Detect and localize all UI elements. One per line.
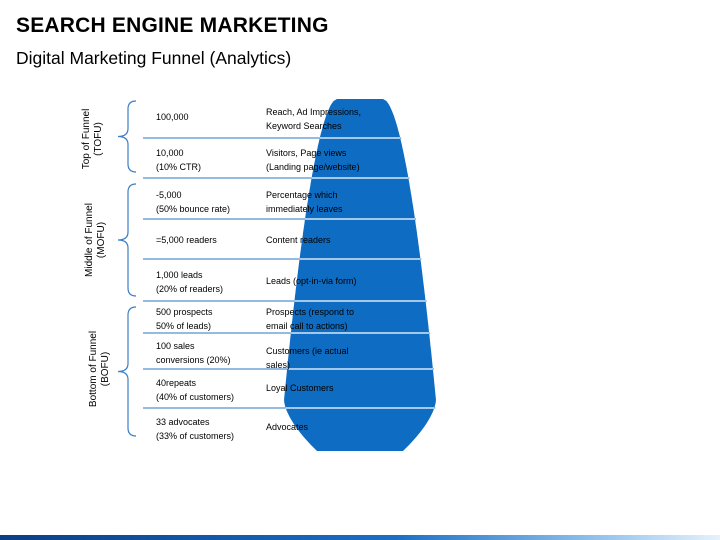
stage-label-mofu: Middle of Funnel (MOFU) [84,203,108,277]
stage-label-mofu-line1: Middle of Funnel [84,203,95,277]
bracket-bofu [117,306,137,437]
funnel-stage-name: Sales [497,344,531,358]
funnel-stage-label: Sales [498,344,531,359]
stage-brackets [117,100,137,437]
metric-description: Prospects (respond to email call to acti… [266,307,355,331]
metric-value: 500 prospects 50% of leads) [156,307,213,331]
funnel-stage-note: (ie. leaves) [493,203,535,213]
stage-label-bofu-line2: (BOFU) [100,351,111,387]
stage-label-tofu: Top of Funnel (TOFU) [81,109,105,170]
funnel-stage-label: Bounces(ie. leaves) [488,188,541,214]
funnel-stage-name: SEO/SMM/PPC [469,107,559,121]
metric-value: 40repeats (40% of customers) [156,378,235,402]
funnel-stage-label: Loyalty [492,381,536,396]
metric-value: 100,000 [156,112,189,122]
metric-value: =5,000 readers [156,235,217,245]
metric-value: -5,000 (50% bounce rate) [156,190,231,214]
metric-description: Visitors, Page views (Landing page/websi… [266,148,360,172]
funnel-dividers [285,137,435,409]
funnel-stage-name: Loyalty [492,381,536,395]
bracket-mofu [117,183,137,297]
stage-label-bofu-line1: Bottom of Funnel [88,330,99,408]
stage-label-tofu-line1: Top of Funnel [81,108,92,170]
metric-description: Customers (ie actual sales) [266,346,349,370]
metric-value: 10,000 (10% CTR) [156,148,202,172]
metric-description: Loyal Customers [266,383,334,393]
metric-description: Content readers [266,235,331,245]
funnel-stage-name: Readers [489,234,539,248]
funnel-stage-label: Customer Advocates [452,423,577,438]
footer-bar [0,535,720,540]
metric-value: 100 sales conversions (20%) [156,341,231,365]
metric-value: 1,000 leads (20% of readers) [156,270,224,294]
funnel-stage-name: Bounces [487,188,541,202]
metric-description: Percentage which immediately leaves [266,190,343,214]
slide-title: SEARCH ENGINE MARKETING [16,14,329,37]
funnel-shape [284,99,436,451]
funnel-stage-label: Click-Throughs [468,151,560,166]
stage-label-tofu-line2: (TOFU) [93,122,104,156]
stage-label-bofu: Bottom of Funnel (BOFU) [88,331,112,407]
slide-subtitle: Digital Marketing Funnel (Analytics) [16,48,292,68]
metric-description: Advocates [266,422,309,432]
funnel-stage-name: Leads [495,273,533,287]
metric-description: Reach, Ad Impressions, Keyword Searches [266,107,362,131]
funnel-stage-label: SEO/SMM/PPC(eg AdWords, FB ads) [470,107,558,133]
metric-description: Leads (opt-in-via form) [266,276,357,286]
funnel-stage-name: Customer Advocates [451,423,577,437]
stage-label-mofu-line2: (MOFU) [96,221,107,259]
metric-value: 33 advocates (33% of customers) [156,417,235,441]
bracket-tofu [117,100,137,173]
funnel-stage-label: Prospects [484,310,544,325]
funnel-stage-label: Readers [489,234,538,249]
funnel-stage-name: Prospects [483,310,545,324]
funnel-stage-name: Click-Throughs [468,151,560,165]
funnel-stage-label: Leads [496,273,532,288]
funnel-stage-note: (eg AdWords, FB ads) [472,122,556,132]
